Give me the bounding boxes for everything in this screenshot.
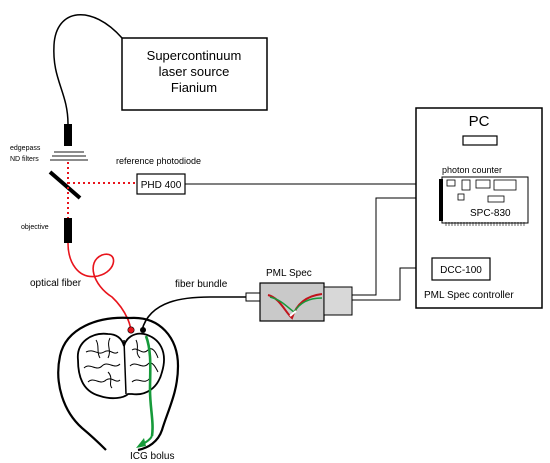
detector-probe: [140, 327, 146, 333]
fiber-bundle-label: fiber bundle: [175, 279, 228, 290]
fiber-bundle: [141, 296, 246, 331]
spc830-edge-pins: [445, 222, 525, 226]
laser-source-label-2: laser source: [159, 64, 230, 79]
spc830-chips: [446, 179, 517, 203]
edgepass-label: edgepass: [10, 145, 41, 152]
objective-lens: [64, 218, 72, 243]
fiber-connector: [245, 292, 261, 302]
pml-signal-cable: [352, 197, 442, 296]
source-fiber: [53, 13, 123, 125]
laser-source-box: [121, 37, 268, 111]
spc830-connector: [439, 179, 443, 221]
optical-fiber: [67, 242, 132, 331]
pml-spec-detector: [323, 286, 353, 316]
laser-source-label-3: Fianium: [171, 80, 217, 95]
head-outline: [57, 316, 180, 452]
dcc100-box: [431, 257, 491, 281]
icg-bolus-label: ICG bolus: [130, 451, 174, 462]
icg-vessel: [144, 335, 154, 437]
pc-drive-slot: [462, 135, 498, 146]
dcc100-label: DCC-100: [440, 265, 482, 276]
optical-fiber-label: optical fiber: [30, 278, 82, 289]
nd-filters: [50, 151, 88, 161]
icg-arrow-head: [136, 438, 146, 448]
collimator: [64, 124, 72, 146]
spc830-label: SPC-830: [470, 208, 511, 219]
pml-spec-grating: [289, 310, 297, 317]
pc-label: PC: [469, 113, 490, 130]
reference-photodiode-label: reference photodiode: [116, 156, 201, 166]
nd-filters-label: ND filters: [10, 156, 39, 163]
photon-counter-label: photon counter: [442, 165, 502, 175]
beam-splitter: [48, 170, 82, 200]
objective-label: objective: [21, 224, 49, 231]
phd400-label: PHD 400: [141, 180, 182, 191]
pml-spec-label: PML Spec: [266, 268, 312, 279]
brain: [77, 332, 165, 400]
source-probe: [127, 326, 135, 334]
pml-spec-controller-label: PML Spec controller: [424, 290, 514, 301]
laser-source-label-1: Supercontinuum: [147, 48, 242, 63]
